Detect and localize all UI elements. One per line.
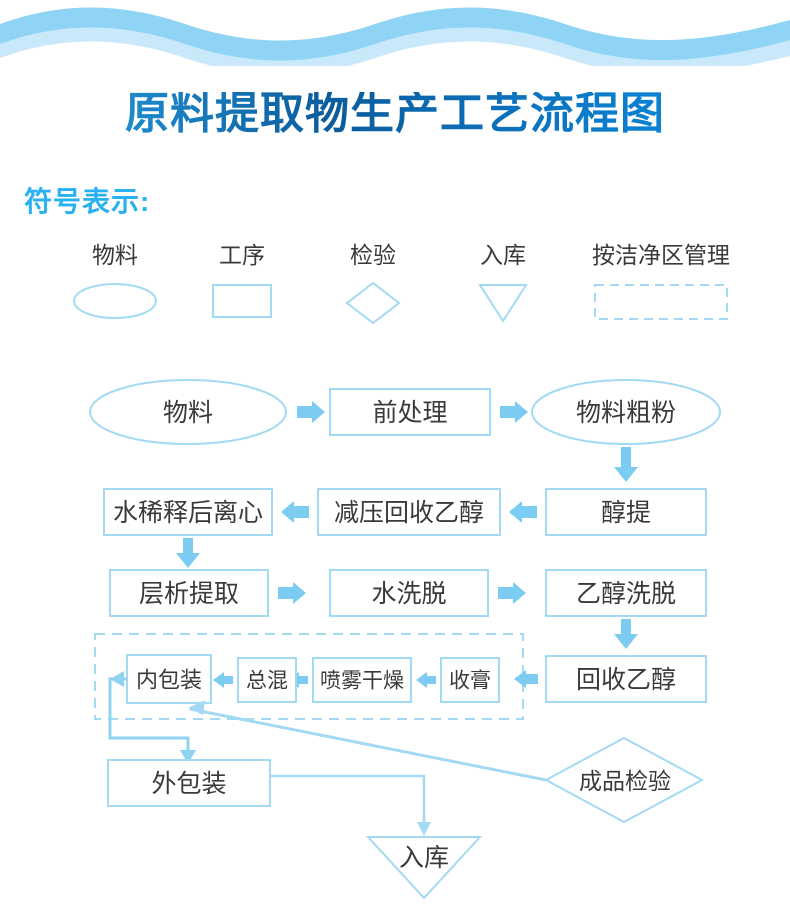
legend-label-inspection: 检验 <box>350 242 396 268</box>
arrow-paste-to-spray-dry <box>416 672 436 688</box>
arrow-blend-to-inner-package <box>213 672 233 688</box>
dashed-rectangle-icon <box>594 284 728 320</box>
arrow-material-to-pretreat <box>297 401 325 423</box>
node-label-alcohol-extract: 醇提 <box>601 499 651 527</box>
rectangle-icon <box>212 284 272 318</box>
node-label-final-inspection: 成品检验 <box>579 768 671 794</box>
legend-item-clean-zone: 按洁净区管理 <box>566 244 756 328</box>
node-shape-spray-dry[interactable] <box>312 657 412 703</box>
arrow-ethanol-elution-to-ethanol-recovery <box>614 619 638 649</box>
legend-item-process: 工序 <box>187 244 297 326</box>
node-shape-inner-package[interactable] <box>126 654 212 704</box>
node-label-dilute-centrifuge: 水稀释后离心 <box>113 499 263 527</box>
legend-item-material: 物料 <box>60 244 170 326</box>
arrow-dilute-centrifuge-to-chromatography <box>176 538 200 568</box>
node-label-water-elution: 水洗脱 <box>371 580 446 608</box>
arrowhead-outer-package-to-warehouse <box>417 822 431 836</box>
arrow-water-elution-to-ethanol-elution <box>498 582 526 604</box>
node-label-spray-dry: 喷雾干燥 <box>320 670 404 693</box>
node-shape-water-elution[interactable] <box>329 569 489 617</box>
wave-header-decoration <box>0 7 790 66</box>
node-label-outer-package: 外包装 <box>151 770 226 798</box>
node-shape-pretreat[interactable] <box>329 388 491 436</box>
arrow-pretreat-to-coarse-powder <box>500 401 528 423</box>
node-label-warehouse: 入库 <box>399 844 449 872</box>
node-label-vacuum-recover-ethanol: 减压回收乙醇 <box>334 499 484 527</box>
arrow-recover-ethanol-to-dilute-centrifuge <box>281 501 309 523</box>
node-label-coarse-powder: 物料粗粉 <box>576 399 676 427</box>
node-shape-material[interactable] <box>89 379 287 445</box>
connector-outer-package-to-warehouse <box>270 774 426 824</box>
ellipse-icon <box>73 283 157 319</box>
arrowhead-inspection-to-inner-package <box>188 700 205 715</box>
legend-label-warehouse: 入库 <box>480 242 526 268</box>
arrowhead-into-left-elbow <box>110 671 124 687</box>
node-shape-dilute-centrifuge[interactable] <box>103 488 273 536</box>
node-shape-chromatography[interactable] <box>109 569 269 617</box>
arrow-coarse-powder-to-alcohol-extract <box>614 447 638 482</box>
wave-band-light <box>0 13 790 66</box>
legend-label-material: 物料 <box>92 242 138 268</box>
node-label-pretreat: 前处理 <box>372 399 447 427</box>
clean-zone-region <box>94 633 524 720</box>
arrow-spray-dry-to-blend <box>288 672 308 688</box>
node-label-inner-package: 内包装 <box>136 668 202 693</box>
legend-item-warehouse: 入库 <box>448 244 558 328</box>
arrow-chromatography-to-water-elution <box>278 582 306 604</box>
legend-label-clean-zone: 按洁净区管理 <box>592 242 730 268</box>
wave-band-dark <box>0 7 790 61</box>
connector-inspection-to-inner-package <box>189 707 547 782</box>
legend-heading: 符号表示: <box>24 186 151 217</box>
node-label-paste: 收膏 <box>449 670 491 693</box>
legend-item-inspection: 检验 <box>318 244 428 330</box>
triangle-down-icon <box>478 284 528 323</box>
node-label-material: 物料 <box>163 399 213 427</box>
node-label-blend: 总混 <box>246 670 288 693</box>
node-shape-blend[interactable] <box>237 657 297 703</box>
node-shape-paste[interactable] <box>440 657 500 703</box>
node-shape-outer-package[interactable] <box>107 759 271 807</box>
arrow-alcohol-extract-to-recover-ethanol <box>509 501 537 523</box>
node-label-ethanol-elution: 乙醇洗脱 <box>576 580 676 608</box>
node-label-chromatography: 层析提取 <box>139 580 239 608</box>
node-shape-final-inspection[interactable] <box>543 736 705 824</box>
diamond-icon <box>345 281 401 325</box>
page-title: 原料提取物生产工艺流程图 <box>0 92 790 136</box>
legend-label-process: 工序 <box>219 242 265 268</box>
node-shape-warehouse[interactable] <box>365 836 483 900</box>
node-shape-ethanol-recovery[interactable] <box>545 655 707 703</box>
arrow-ethanol-recovery-to-paste <box>514 670 538 688</box>
arrowhead-inner-to-outer-package <box>180 750 196 764</box>
node-shape-vacuum-recover-ethanol[interactable] <box>317 488 501 536</box>
node-shape-ethanol-elution[interactable] <box>545 569 707 617</box>
node-shape-coarse-powder[interactable] <box>531 379 721 445</box>
node-label-ethanol-recovery: 回收乙醇 <box>576 666 676 694</box>
node-shape-alcohol-extract[interactable] <box>545 488 707 536</box>
